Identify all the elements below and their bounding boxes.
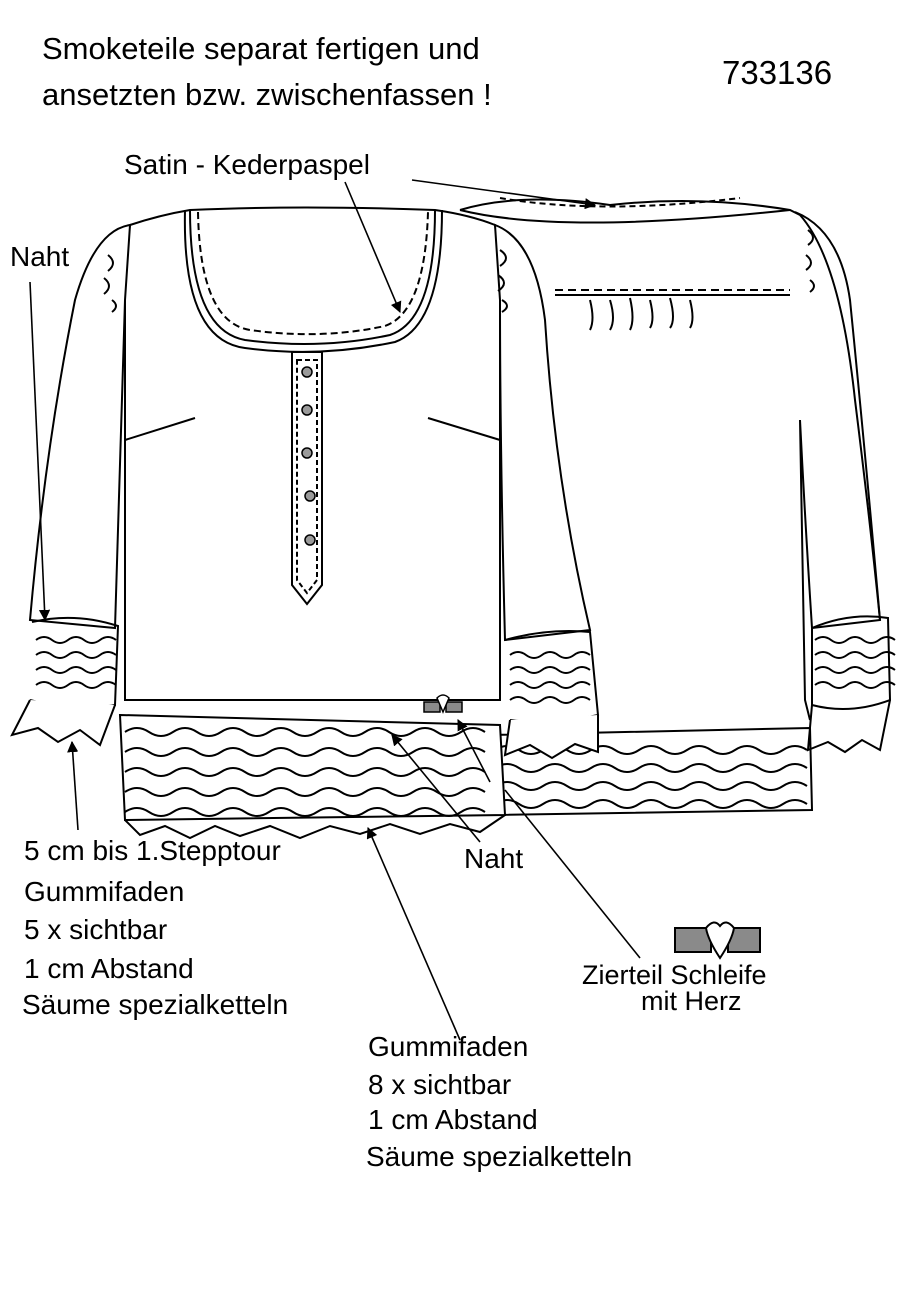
front-details: [10, 209, 600, 840]
hem-note-1: Gummifaden: [368, 1031, 529, 1062]
arrow-naht-bottom: [391, 734, 481, 843]
hem-note-4: Säume spezialketteln: [366, 1141, 633, 1172]
sleeve-note-3: 5 x sichtbar: [24, 914, 168, 945]
button-1: [301, 366, 313, 378]
arrow-satin-front: [344, 181, 402, 314]
button-4: [304, 490, 316, 502]
hem-bow-icon: [423, 694, 463, 714]
leader-bow: [504, 789, 641, 959]
hem-note-2: 8 x sichtbar: [368, 1069, 512, 1100]
title-line-2: ansetzten bzw. zwischenfassen !: [42, 77, 492, 112]
label-bow-line-2: mit Herz: [641, 986, 742, 1016]
back-view: [459, 197, 896, 816]
sleeve-note-1: 5 cm bis 1.Stepptour: [24, 835, 281, 866]
arrow-sleeve-cuff: [67, 740, 79, 831]
annotation-arrows: [29, 179, 641, 1041]
label-satin-kederpaspel: Satin - Kederpaspel: [124, 149, 370, 180]
article-number: 733136: [722, 54, 833, 91]
button-2: [301, 404, 313, 416]
sleeve-note-2: Gummifaden: [24, 876, 185, 907]
arrow-hem-smocking: [366, 826, 461, 1041]
arrow-naht-left: [29, 281, 51, 622]
arrow-bow: [457, 719, 491, 783]
button-3: [301, 447, 313, 459]
label-naht-left: Naht: [10, 241, 70, 272]
title-line-1: Smoketeile separat fertigen und: [42, 31, 480, 66]
bow-heart-icon: [674, 921, 761, 960]
arrow-satin-back: [411, 179, 597, 210]
placket-buttons: [301, 366, 316, 546]
sleeve-note-4: 1 cm Abstand: [24, 953, 194, 984]
label-bow-line-1: Zierteil Schleife: [582, 960, 767, 990]
button-5: [304, 534, 316, 546]
label-naht-bottom: Naht: [464, 843, 524, 874]
sleeve-note-5: Säume spezialketteln: [22, 989, 289, 1020]
hem-note-3: 1 cm Abstand: [368, 1104, 538, 1135]
